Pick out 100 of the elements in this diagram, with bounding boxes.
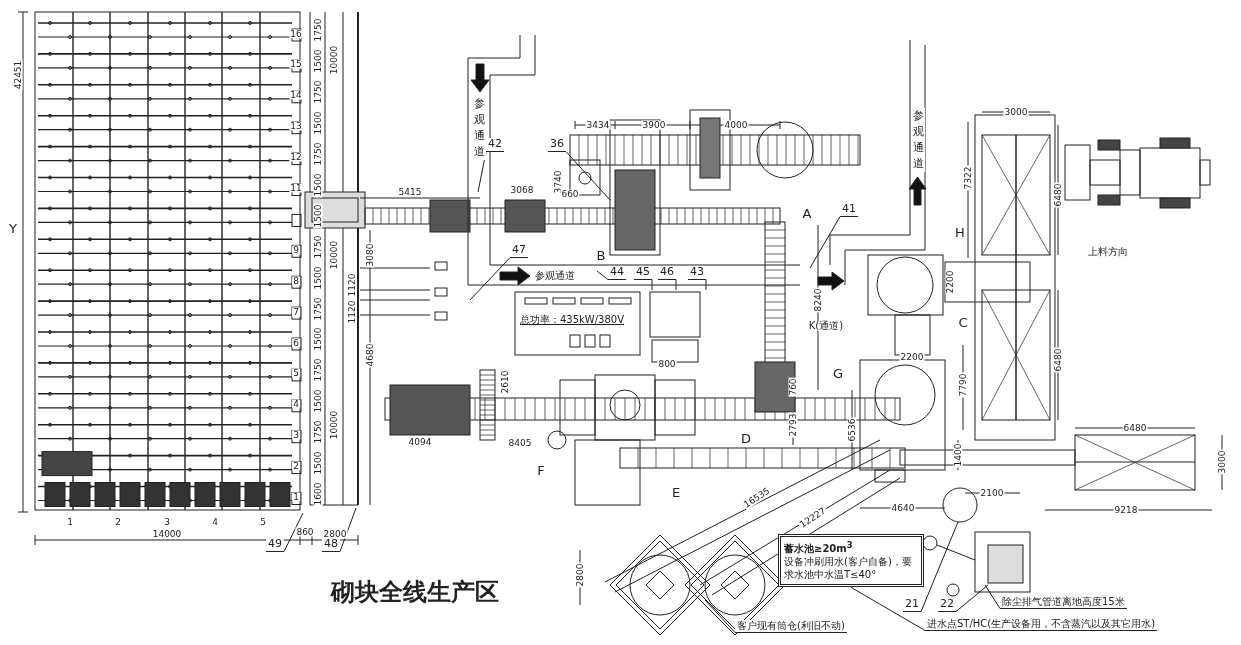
dimension-label: 3434	[585, 120, 611, 130]
section-letter: D	[740, 431, 752, 445]
passage-label: 参观通道	[534, 271, 576, 281]
dimension-label: 9218	[1113, 505, 1139, 515]
dimension-label: 7790	[958, 372, 968, 398]
dimension-label: 1750	[313, 357, 323, 383]
dimension-label: 1500	[313, 203, 323, 229]
note-text: 进水点ST/HC(生产设备用，不含蒸汽以及其它用水)	[925, 618, 1158, 631]
note-text: 蓄水池≥20m$^{3}$	[784, 540, 854, 556]
dimension-label: 8405	[507, 438, 533, 448]
dimension-label: 1750	[313, 79, 323, 105]
power-note: 总功率：435kW/380V	[518, 315, 626, 325]
leader-line	[704, 599, 736, 633]
leader-line	[920, 521, 959, 613]
dimension-label: 1500	[313, 388, 323, 414]
dimension-label: 1600	[313, 481, 323, 507]
callout-number: 41	[840, 203, 858, 218]
row-number: 12	[289, 152, 303, 162]
title: 砌块全线生产区	[330, 580, 500, 604]
callout-number: 47	[510, 244, 528, 259]
callout-number: 44	[608, 266, 626, 281]
passage-label: 参观通道	[911, 108, 925, 172]
row-number: 14	[289, 90, 303, 100]
section-letter: C	[957, 315, 969, 329]
leader-line	[283, 512, 304, 553]
water-tank-note-box	[778, 534, 924, 588]
section-letter: H	[954, 225, 966, 239]
callout-number: 43	[688, 266, 706, 281]
leader-line	[565, 151, 611, 201]
callout-number: 21	[903, 598, 921, 613]
dimension-label: 1750	[313, 419, 323, 445]
dimension-label: 860	[295, 527, 315, 537]
dimension-label: 2793	[788, 412, 798, 438]
leader-line	[955, 584, 989, 613]
callout-number: 22	[938, 598, 956, 613]
dimension-label: 3740	[553, 169, 563, 195]
dimension-label: 3900	[641, 120, 667, 130]
note-text: 设备冲刷用水(客户自备)，要求水池中水温T≤40°	[784, 555, 913, 582]
callout-number: 36	[548, 138, 566, 153]
section-letter: A	[801, 206, 813, 220]
dimension-label: 7322	[963, 165, 973, 191]
section-letter: Y	[8, 221, 18, 235]
row-number: 16	[289, 29, 303, 39]
note-text: 除尘排气管道离地高度15米	[1000, 596, 1127, 609]
dimension-label: 2200	[945, 269, 955, 295]
row-number: 11	[289, 183, 303, 193]
column-number: 2	[114, 517, 122, 527]
dimension-label: 1500	[313, 48, 323, 74]
section-letter: B	[595, 248, 607, 262]
dimension-label: 6536	[847, 417, 857, 443]
leader-line	[984, 584, 1001, 609]
leader-line	[651, 279, 653, 291]
dimension-label: 1500	[313, 327, 323, 352]
dimension-label: 6480	[1122, 423, 1148, 433]
dimension-label: 1500	[313, 265, 323, 291]
dimension-label: 1750	[313, 234, 323, 260]
dimension-label: 1750	[313, 18, 323, 43]
area-label: K(通道)	[807, 321, 845, 331]
dimension-label: 2100	[979, 488, 1005, 498]
dimension-label: 2800	[322, 529, 348, 539]
dimension-label: 10000	[329, 239, 339, 271]
column-number: 1	[66, 517, 74, 527]
row-number: 1	[292, 492, 300, 502]
dimension-label: 6480	[1053, 182, 1063, 208]
callout-number: 48	[322, 538, 340, 553]
dimension-label: 10000	[329, 409, 339, 441]
section-letter: E	[670, 485, 682, 499]
column-number: 5	[259, 517, 267, 527]
dimension-label: 14000	[151, 529, 183, 539]
leader-line	[469, 257, 511, 301]
row-number: 8	[292, 276, 300, 286]
dimension-label: 3068	[509, 185, 535, 195]
dimension-label: 4000	[723, 120, 749, 130]
leader-line	[850, 586, 926, 631]
dimension-label: 3000	[1217, 449, 1227, 475]
dimension-label: 4640	[890, 503, 916, 513]
section-letter: G	[831, 366, 845, 380]
dimension-label: 1120	[347, 299, 357, 325]
column-number: 3	[163, 517, 171, 527]
dimension-label: 4680	[365, 342, 375, 368]
dimension-label: 2610	[500, 369, 510, 395]
row-number: 7	[292, 307, 300, 317]
note-text: 客户现有筒仓(利旧不动)	[735, 620, 847, 633]
dimension-label: 10000	[329, 44, 339, 76]
dimension-label: 1120	[347, 272, 357, 298]
callout-number: 46	[658, 266, 676, 281]
dimension-label: 3000	[1003, 107, 1029, 117]
dimension-label: 4094	[407, 437, 433, 447]
direction-label: 上料方向	[1087, 247, 1129, 257]
dimension-label: 1750	[313, 141, 323, 167]
leader-line	[809, 216, 841, 269]
dimension-label: 42451	[13, 59, 23, 91]
row-number: 2	[292, 461, 300, 471]
leader-line	[675, 279, 677, 291]
row-number: 3	[292, 430, 300, 440]
leader-line	[596, 270, 609, 281]
dimension-label: 800	[657, 359, 677, 369]
dimension-label: 760	[788, 377, 798, 397]
dimension-label: 1500	[313, 110, 323, 136]
row-number: 9	[292, 245, 300, 255]
